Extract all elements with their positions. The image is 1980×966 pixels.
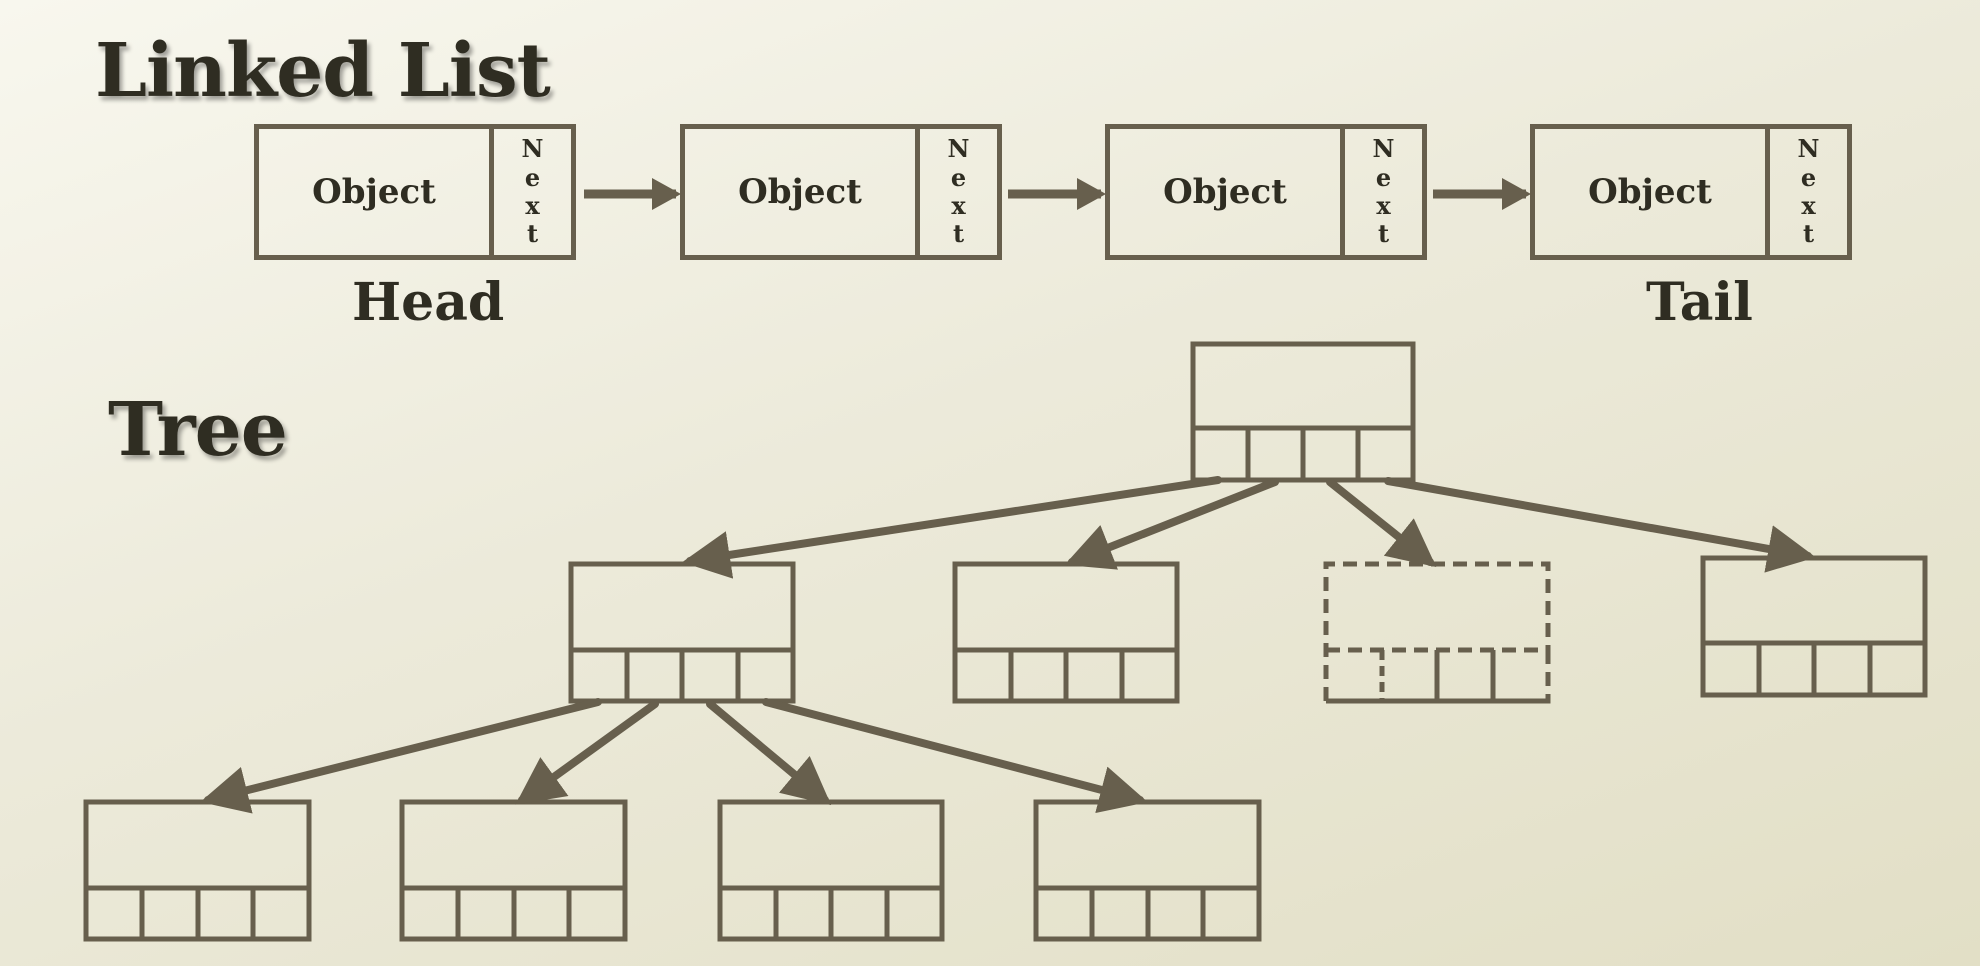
next-letter: t (1802, 219, 1815, 249)
next-letter: N (1797, 134, 1820, 164)
node-next-pointer: N e x t (1345, 129, 1422, 255)
tree-node-l2-4 (1033, 799, 1262, 942)
next-letter: x (951, 191, 966, 220)
tree-nodes (83, 341, 1928, 942)
tree-edges (200, 476, 1816, 814)
tail-label: Tail (1646, 272, 1753, 333)
next-letter: e (1800, 162, 1817, 192)
linked-list-title: Linked List (95, 28, 551, 114)
tree-node-l1-3-dashed (1323, 561, 1551, 704)
tree-root-node (1190, 341, 1416, 483)
node-next-pointer: N e x t (920, 129, 997, 255)
tree-node-l1-2 (952, 561, 1180, 704)
next-letter: e (524, 162, 541, 192)
linked-list-arrowheads (652, 178, 1531, 210)
arrowhead (1502, 178, 1531, 210)
next-letter: x (1801, 191, 1816, 220)
arrowhead (652, 178, 681, 210)
node-next-pointer: N e x t (494, 129, 571, 255)
edge-l1-l2-2 (515, 700, 659, 805)
next-letter: N (1372, 134, 1395, 164)
node-object-label: Object (1535, 129, 1770, 255)
edge-root-l1-4 (1384, 477, 1816, 573)
linked-list-node-1: Object N e x t (254, 124, 576, 260)
edge-l1-l2-4 (762, 698, 1148, 814)
tree-node-l1-4 (1700, 555, 1928, 698)
node-object-label: Object (1110, 129, 1345, 255)
edge-l1-l2-3 (706, 700, 832, 806)
linked-list-node-3: Object N e x t (1105, 124, 1427, 260)
node-object-label: Object (685, 129, 920, 255)
next-letter: x (1376, 191, 1391, 220)
head-label: Head (352, 272, 505, 333)
tree-node-l2-3 (717, 799, 945, 942)
next-letter: e (1375, 162, 1392, 192)
arrowhead (1077, 178, 1106, 210)
next-letter: N (521, 134, 544, 164)
edge-root-l1-2 (1064, 478, 1279, 570)
next-letter: x (525, 191, 540, 220)
node-next-pointer: N e x t (1770, 129, 1847, 255)
edge-root-l1-1 (682, 476, 1222, 579)
linked-list-node-2: Object N e x t (680, 124, 1002, 260)
next-letter: t (952, 219, 965, 249)
edge-l1-l2-1 (200, 698, 602, 814)
next-letter: t (526, 219, 539, 249)
next-letter: N (947, 134, 970, 164)
tree-node-l2-1 (83, 799, 312, 942)
next-letter: e (950, 162, 967, 192)
tree-node-l2-2 (399, 799, 628, 942)
tree-title: Tree (108, 387, 288, 473)
edge-root-l1-3 (1326, 478, 1437, 567)
node-object-label: Object (259, 129, 494, 255)
linked-list-node-4: Object N e x t (1530, 124, 1852, 260)
next-letter: t (1377, 219, 1390, 249)
tree-node-l1-1 (568, 561, 796, 704)
